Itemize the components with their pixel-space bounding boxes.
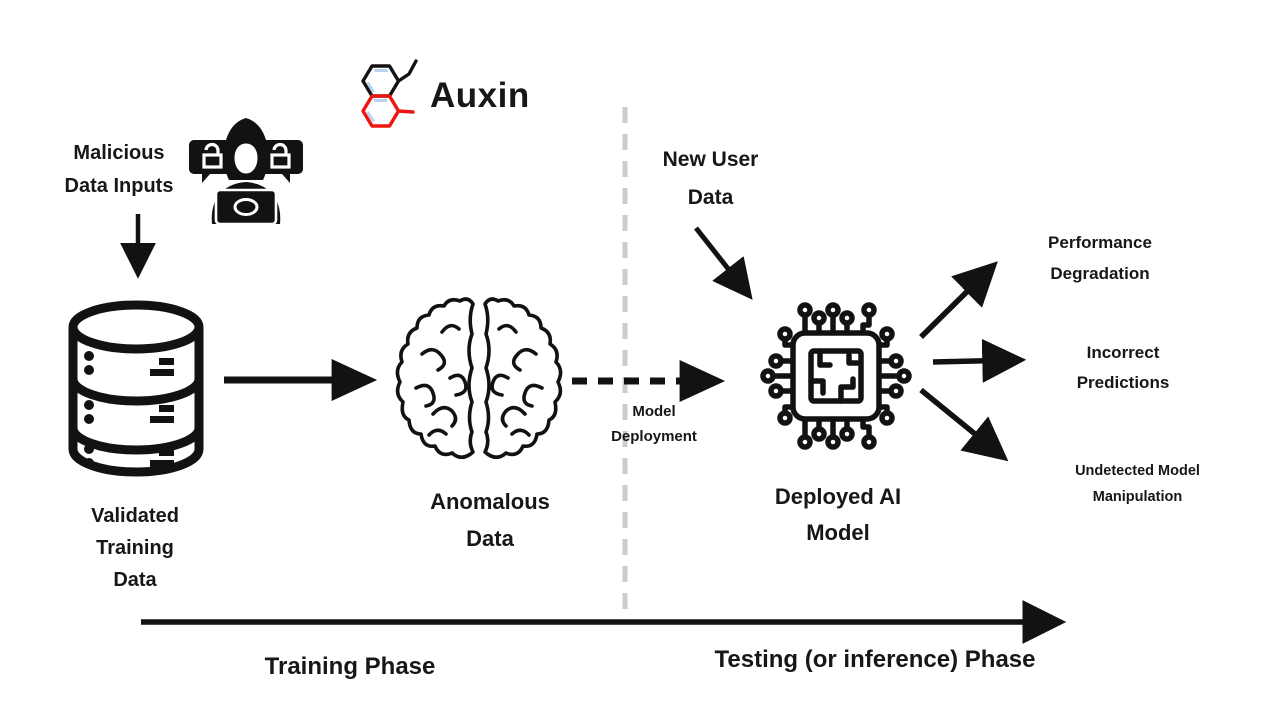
label-model-deployment: Model Deployment (611, 403, 697, 445)
molecule-icon (361, 59, 418, 128)
brand-name: Auxin (430, 76, 530, 115)
label-testing-phase: Testing (or inference) Phase (714, 646, 1036, 673)
auxin-logo (348, 58, 430, 138)
arrow-newuser-to-chip (694, 226, 753, 300)
brain-left-hemisphere (395, 297, 475, 460)
label-validated-training-data: Validated Training Data (91, 505, 179, 591)
padlock-bubble-left (189, 140, 235, 183)
arrow-chip-to-incorrect (932, 338, 1027, 383)
database-icon (62, 297, 210, 479)
label-performance-degradation: Performance Degradation (1048, 233, 1152, 283)
padlock-bubble-right (257, 140, 303, 183)
label-anomalous-data: Anomalous Data (430, 489, 550, 551)
ai-chip-icon (753, 293, 919, 459)
label-undetected-model-manipulation: Undetected Model Manipulation (1075, 463, 1200, 505)
label-incorrect-predictions: Incorrect Predictions (1076, 343, 1170, 392)
label-new-user-data: New User Data (662, 148, 759, 209)
label-training-phase: Training Phase (264, 653, 436, 680)
hacker-icon (184, 112, 308, 226)
arrow-chip-to-performance (919, 261, 998, 339)
brain-right-hemisphere (483, 297, 563, 460)
label-malicious-data-inputs: Malicious Data Inputs (64, 142, 174, 197)
brain-icon (392, 292, 566, 468)
label-deployed-ai-model: Deployed AI Model (774, 484, 902, 545)
arrow-chip-to-undetected (919, 387, 1009, 462)
